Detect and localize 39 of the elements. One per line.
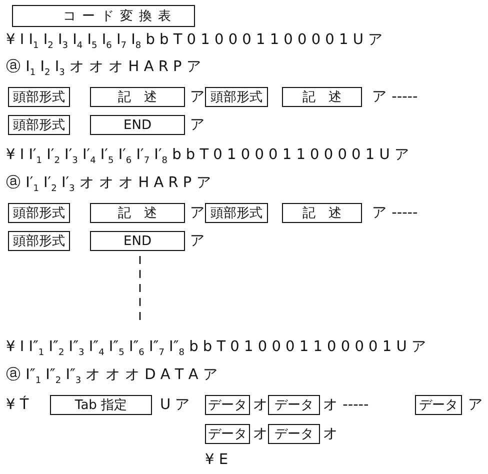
field-box: 記 述 xyxy=(282,87,362,107)
field-box: データ xyxy=(268,395,320,415)
field-box: 記 述 xyxy=(282,203,362,223)
field-box: 頭部形式 xyxy=(205,87,268,107)
code-text: ¥ I I′$_{1}$ I′$_{2}$ I′$_{3}$ I′$_{4}$ I′$_{5}$ I′$_{6}$ I′$_{7}$ I′$_{8}$ b b T 0 1 0 0 0 1 1 0 0 0 0 1 U ア xyxy=(6,146,410,168)
code-text: ¥ I I$_{1}$ I$_{2}$ I$_{3}$ I$_{4}$ I$_{5}$ I$_{6}$ I$_{7}$ I$_{8}$ b b T 0 1 0 0 0 1 1 0 0 0 0 1 U ア xyxy=(6,31,384,53)
code-text: U ア xyxy=(160,396,190,414)
code-text: ア xyxy=(468,396,483,414)
code-text: ⓐ I$_{1}$ I$_{2}$ I$_{3}$ オ オ オ H A R P ア xyxy=(6,58,202,80)
field-box: 頭部形式 xyxy=(8,87,70,107)
field-box: 頭部形式 xyxy=(8,231,70,251)
code-text: オ xyxy=(253,396,268,414)
code-text: ア xyxy=(190,116,205,134)
code-text: ¥ I I″$_{1}$ I″$_{2}$ I″$_{3}$ I″$_{4}$ I″$_{5}$ I″$_{6}$ I″$_{7}$ I″$_{8}$ b b T 0 1 0 0 0 1 1 0 0 0 0 1 U ア xyxy=(6,338,426,360)
field-box: 頭部形式 xyxy=(8,115,70,135)
field-box: データ xyxy=(415,395,462,415)
field-box: データ xyxy=(205,424,250,444)
field-box: 記 述 xyxy=(90,87,185,107)
code-text: オ ----- xyxy=(323,396,369,414)
code-text: ¥ T́ xyxy=(6,396,29,414)
tab-setting-box: Tab 指定 xyxy=(50,395,152,415)
field-box: データ xyxy=(268,424,320,444)
field-box: 頭部形式 xyxy=(205,203,268,223)
code-text: ア ----- xyxy=(372,204,418,222)
code-text: ア ----- xyxy=(372,88,418,106)
code-text: ア xyxy=(190,204,205,222)
field-box: END xyxy=(90,115,185,135)
code-text: ア xyxy=(190,88,205,106)
code-text: ¥ E xyxy=(205,451,228,469)
code-text: ⓐ I′$_{1}$ I′$_{2}$ I′$_{3}$ オ オ オ H A R P ア xyxy=(6,174,212,196)
field-box: データ xyxy=(205,395,250,415)
code-text: オ xyxy=(323,425,338,443)
field-box: END xyxy=(90,231,185,251)
field-box: 記 述 xyxy=(90,203,185,223)
field-box: 頭部形式 xyxy=(8,203,70,223)
code-text: ⓐ I″$_{1}$ I″$_{2}$ I″$_{3}$ オ オ オ D A T A ア xyxy=(6,366,218,388)
title-box: コード変換表 xyxy=(12,5,195,27)
code-text: オ xyxy=(253,425,268,443)
code-text: ア xyxy=(190,232,205,250)
